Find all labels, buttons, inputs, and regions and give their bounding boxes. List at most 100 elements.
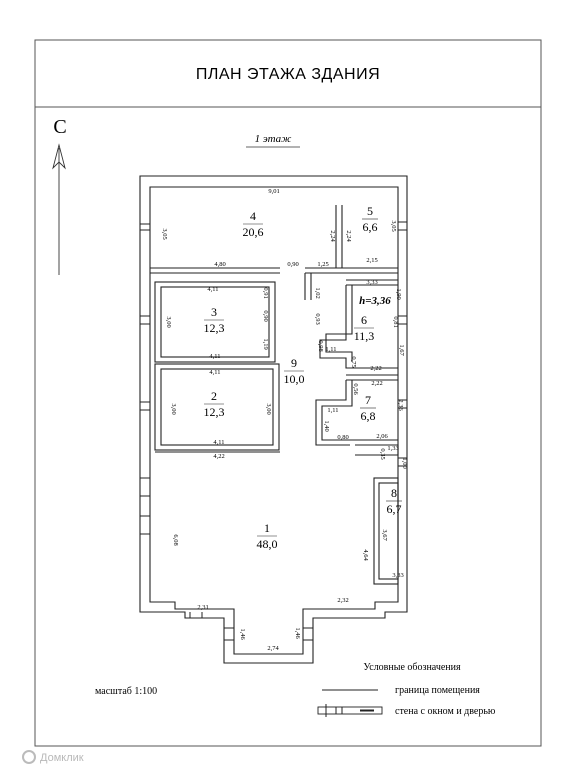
dimension: 3,33 <box>392 572 403 579</box>
dimension: 1,46 <box>294 627 301 639</box>
dimension: 1,90 <box>395 288 402 299</box>
room-9: 9 10,0 <box>284 356 305 386</box>
room-6: 6 11,3 <box>354 313 375 343</box>
dimension: 3,00 <box>165 316 172 327</box>
room-4: 4 20,6 <box>243 209 264 239</box>
wall-room6 <box>319 285 398 369</box>
north-arrow-head <box>52 143 66 170</box>
wall-room4-bottom <box>150 267 280 274</box>
room-3: 3 12,3 <box>204 305 225 335</box>
north-arrow: С <box>52 116 67 275</box>
room-area: 6,6 <box>363 220 378 234</box>
room-area: 6,7 <box>387 502 402 516</box>
dimension: 1,02 <box>314 287 321 298</box>
dimension: 4,22 <box>213 453 224 460</box>
dimension: 2,36 <box>397 399 404 411</box>
dimension: 0,35 <box>379 448 386 459</box>
dimension: 1,19 <box>262 338 269 349</box>
dimension: 3,05 <box>390 220 397 231</box>
dimension: 1,40 <box>323 420 330 431</box>
dimension: 1,00 <box>401 457 408 468</box>
room-number: 1 <box>264 521 270 535</box>
room-area: 12,3 <box>204 321 225 335</box>
dimension: 1,25 <box>317 261 328 268</box>
dimension: 1,46 <box>239 628 246 640</box>
room-number: 3 <box>211 305 217 319</box>
sheet-border <box>34 39 542 747</box>
room-5: 5 6,6 <box>362 204 378 234</box>
dimension: 0,90 <box>262 310 269 321</box>
room-area: 11,3 <box>354 329 375 343</box>
dimension: 2,74 <box>267 645 279 652</box>
dimension: 2,22 <box>370 365 381 372</box>
legend-title: Условные обозначения <box>363 662 461 673</box>
wall-room8-inner <box>378 482 399 580</box>
room-number: 9 <box>291 356 297 370</box>
legend-wall-window-door: стена с окном и дверью <box>395 706 496 717</box>
room-number: 7 <box>365 393 371 407</box>
room-area: 48,0 <box>257 537 278 551</box>
room-7: 7 6,8 <box>360 393 376 423</box>
wall-room3 <box>154 281 276 363</box>
wall-room7-bottom <box>350 439 399 456</box>
dimension: 6,08 <box>172 534 179 545</box>
dimension: 0,56 <box>352 383 359 395</box>
wall-room7 <box>315 380 353 446</box>
dimension: 3,67 <box>381 529 388 541</box>
dimension: 4,80 <box>214 261 225 268</box>
legend: Условные обозначения граница помещения с… <box>317 662 496 717</box>
wall-room6-top <box>346 279 398 286</box>
floor-label: 1 этаж <box>255 133 293 145</box>
legend-wall-symbol <box>317 704 383 717</box>
windows <box>140 221 407 641</box>
watermark-text: Домклик <box>40 752 84 764</box>
room-number: 4 <box>250 209 256 223</box>
dimension: 4,11 <box>207 286 218 293</box>
dimension: 1,33 <box>387 445 398 452</box>
dimension: 2,32 <box>337 597 348 604</box>
room-area: 10,0 <box>284 372 305 386</box>
outer-wall-outer <box>139 175 408 664</box>
room-number: 6 <box>361 313 367 327</box>
room-2: 2 12,3 <box>204 389 225 419</box>
dimension: 2,24 <box>345 230 352 242</box>
watermark: Домклик <box>22 750 84 764</box>
dimension: 3,00 <box>170 403 177 414</box>
dimension-labels: 9,01 3,05 4,80 0,90 1,25 2,24 2,24 3,05 … <box>161 188 408 652</box>
dimension: 2,06 <box>376 433 388 440</box>
watermark-logo-icon <box>22 750 36 764</box>
north-label: С <box>53 116 66 138</box>
dimension: 0,80 <box>337 434 348 441</box>
dimension: 2,31 <box>197 604 208 611</box>
building-outline <box>139 175 408 664</box>
room-number: 5 <box>367 204 373 218</box>
dimension: 0,93 <box>314 313 321 324</box>
wall-4-5 <box>335 205 343 268</box>
dimension: 3,00 <box>265 403 272 414</box>
wall-room2 <box>154 363 280 451</box>
room-labels: 1 48,0 2 12,3 3 12,3 4 20,6 5 6,6 6 11,3 <box>204 204 402 551</box>
dimension: 2,24 <box>329 230 336 242</box>
wall-hall-left-top <box>304 273 312 300</box>
dimension: 0,91 <box>262 287 269 298</box>
dimension: 3,05 <box>161 228 168 239</box>
ceiling-height-label: h=3,36 <box>359 295 391 307</box>
dimension: 1,67 <box>398 344 405 356</box>
wall-room7-top <box>346 374 398 381</box>
room-area: 12,3 <box>204 405 225 419</box>
dimension: 4,11 <box>213 439 224 446</box>
dimension: 0,81 <box>392 316 399 327</box>
interior-walls <box>150 205 399 585</box>
dimension: 2,22 <box>371 380 382 387</box>
room-1: 1 48,0 <box>257 521 278 551</box>
room-area: 6,8 <box>361 409 376 423</box>
dimension: 0,98 <box>317 340 324 351</box>
dimension: 1,11 <box>327 407 338 414</box>
outer-wall-inner <box>149 186 399 655</box>
room-area: 20,6 <box>243 225 264 239</box>
dimension: 0,90 <box>287 261 298 268</box>
wall-room2-inner <box>160 368 274 446</box>
wall-room3-inner <box>160 286 270 358</box>
dimension: 4,64 <box>362 549 369 561</box>
